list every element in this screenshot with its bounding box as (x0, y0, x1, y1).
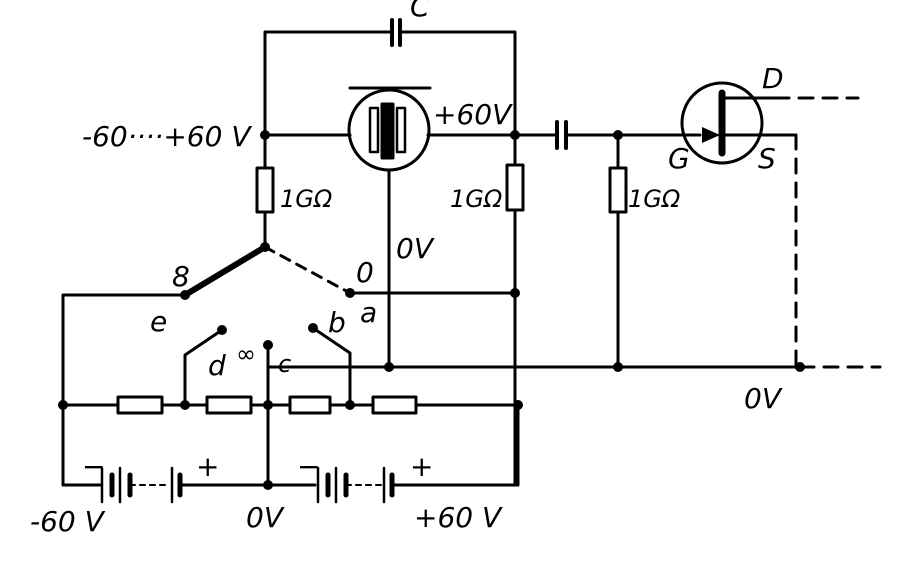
junction-dot (260, 130, 270, 140)
divider-resistor-2 (205, 395, 253, 415)
junction-dot (217, 325, 227, 335)
wire-top-loop (263, 30, 517, 137)
junction-dot (180, 400, 190, 410)
switch-8-label: 8 (172, 260, 190, 293)
junction-dot (613, 362, 623, 372)
junction-dot (513, 400, 523, 410)
switch-0-label: 0 (356, 256, 374, 289)
wire-switch-b (311, 326, 352, 407)
switch-alt-position (263, 245, 352, 295)
junction-dot (263, 340, 273, 350)
minus60-label: -60 V (30, 505, 106, 538)
tube-cathode (380, 102, 395, 160)
battery-left (100, 466, 183, 504)
junction-dot (308, 323, 318, 333)
switch-c-label: c (278, 350, 291, 378)
junction-dot (795, 362, 805, 372)
divider-resistor-4 (371, 395, 418, 415)
resistor-left-label: 1GΩ (280, 185, 333, 213)
junction-dot (180, 290, 190, 300)
tube-zero-v-label: 0V (396, 232, 435, 265)
battery-left-minus-label: − (82, 450, 105, 483)
fet-symbol (680, 81, 764, 165)
junction-dot (510, 130, 520, 140)
switch-a-label: a (360, 296, 377, 329)
fet-g-label: G (668, 142, 690, 175)
fet-d-label: D (762, 62, 784, 95)
junction-dot (260, 242, 270, 252)
fet-s-label: S (758, 142, 776, 175)
battery-right-minus-label: − (297, 450, 320, 483)
junction-dot (613, 130, 623, 140)
junction-dot (345, 400, 355, 410)
ground-zero-v-label: 0V (744, 382, 783, 415)
divider-resistor-3 (288, 395, 332, 415)
resistor-mid-label: 1GΩ (450, 185, 503, 213)
divider-resistor-1 (116, 395, 164, 415)
tube-grid-right (395, 106, 407, 154)
resistor-left (255, 166, 275, 214)
bottom-zero-v-label: 0V (246, 501, 285, 534)
junction-dot (263, 480, 273, 490)
switch-b-label: b (328, 306, 346, 339)
junction-dot (510, 288, 520, 298)
resistor-right (608, 166, 628, 214)
battery-left-plus-label: + (196, 450, 219, 483)
wire-switch-d (183, 328, 224, 407)
capacitor-c-label: C (410, 0, 430, 23)
infinity-label: ∞ (236, 340, 256, 368)
battery-right (316, 466, 395, 504)
resistor-mid (505, 163, 525, 212)
tube-grid-left (368, 106, 380, 154)
input-range-label: -60····+60 V (82, 120, 252, 153)
resistor-right-label: 1GΩ (628, 185, 681, 213)
junction-dot (263, 400, 273, 410)
junction-dot (384, 362, 394, 372)
wire-switch-e (61, 293, 187, 407)
switch-d-label: d (208, 349, 226, 382)
plus60-label: +60 V (414, 501, 503, 534)
switch-e-label: e (150, 305, 167, 338)
switch-arm (182, 244, 268, 298)
junction-dot (345, 288, 355, 298)
fet-gate-arrow (702, 127, 720, 143)
junction-dot (58, 400, 68, 410)
tube-plus60-label: +60V (433, 98, 513, 131)
wire-battery-right (266, 403, 520, 487)
battery-right-plus-label: + (410, 450, 433, 483)
